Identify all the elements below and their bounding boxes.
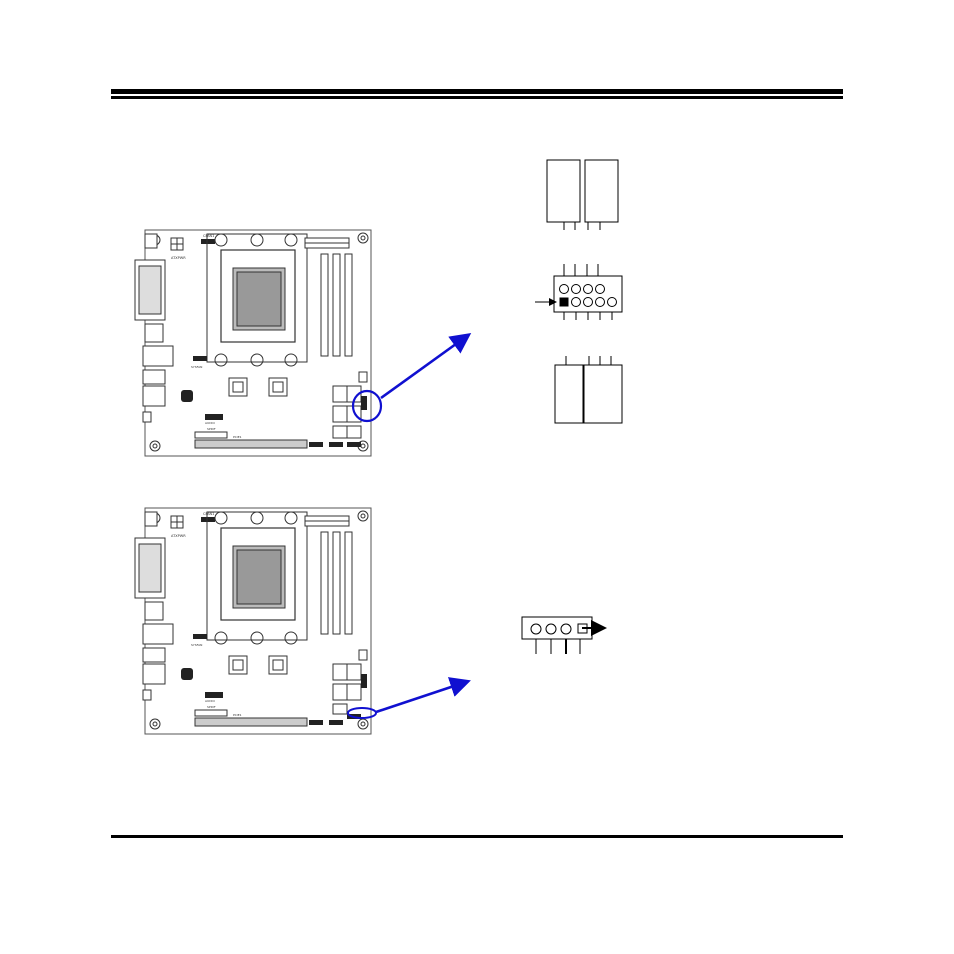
cpu-fan-header (201, 517, 215, 522)
callout-arrow-2 (375, 677, 471, 714)
pcie-x16-slot (194, 717, 308, 727)
cpu-fan-label: CFAN1 (203, 512, 214, 516)
audio-header (205, 692, 223, 698)
dimm-slots (320, 253, 353, 357)
header-rule-thin (111, 96, 843, 99)
callout-arrow-1 (380, 332, 472, 400)
pcie-x16-slot (194, 439, 308, 449)
pcie-label: PCIE1 (233, 435, 242, 439)
dimm-slots (320, 531, 353, 635)
bottom-header (347, 442, 361, 447)
chipset (268, 655, 288, 675)
chipset (228, 377, 248, 397)
pcie-x1-slot (194, 709, 228, 717)
cpu-socket (206, 233, 308, 367)
rear-io-ports (134, 511, 174, 701)
cpu-socket (206, 511, 308, 645)
motherboard-2-svg: ATXPWR CFAN1 SYSFAN AUDIO SPDIF PCIE1 (134, 507, 372, 735)
usb-header-pinout (553, 264, 623, 320)
usb-header (361, 396, 367, 410)
motherboard-diagram-2: ATXPWR CFAN1 SYSFAN AUDIO SPDIF PCIE1 (133, 506, 377, 738)
sys-fan-header (193, 634, 207, 639)
cpu-fan-label: CFAN1 (203, 234, 214, 238)
cpu-fan-header (201, 239, 215, 244)
usb-cable-top (546, 159, 619, 230)
io-chip (181, 390, 193, 402)
bottom-header (309, 442, 323, 447)
audio-label: AUDIO (205, 421, 215, 425)
audio-header (205, 414, 223, 420)
bottom-header (309, 720, 323, 725)
spdif-label: SPDIF (207, 705, 216, 709)
pcie-label: PCIE1 (233, 713, 242, 717)
sata-ports (332, 663, 362, 715)
callout-circle-1 (351, 389, 383, 423)
motherboard-1-svg: ATXPWR CFAN1 SYSFAN (134, 229, 372, 457)
atx-power-label: ATXPWR (171, 256, 186, 260)
header-rule-thick (111, 89, 843, 94)
callout-circle-2 (347, 707, 377, 719)
rear-io-ports (134, 233, 174, 423)
sys-fan-label: SYSFAN (191, 643, 202, 647)
atx-power-label: ATXPWR (171, 534, 186, 538)
sys-fan-header (193, 356, 207, 361)
io-chip (181, 668, 193, 680)
four-pin-header-pinout (521, 616, 593, 654)
chipset (228, 655, 248, 675)
usb-cable-bottom (554, 356, 623, 424)
sata-ports (332, 385, 362, 439)
bottom-header (329, 720, 343, 725)
audio-label: AUDIO (205, 699, 215, 703)
chipset (268, 377, 288, 397)
sys-fan-label: SYSFAN (191, 365, 202, 369)
footer-rule (111, 835, 843, 838)
motherboard-diagram-1: ATXPWR CFAN1 SYSFAN (133, 228, 377, 460)
bottom-header (329, 442, 343, 447)
pcie-x1-slot (194, 431, 228, 439)
spdif-label: SPDIF (207, 427, 216, 431)
